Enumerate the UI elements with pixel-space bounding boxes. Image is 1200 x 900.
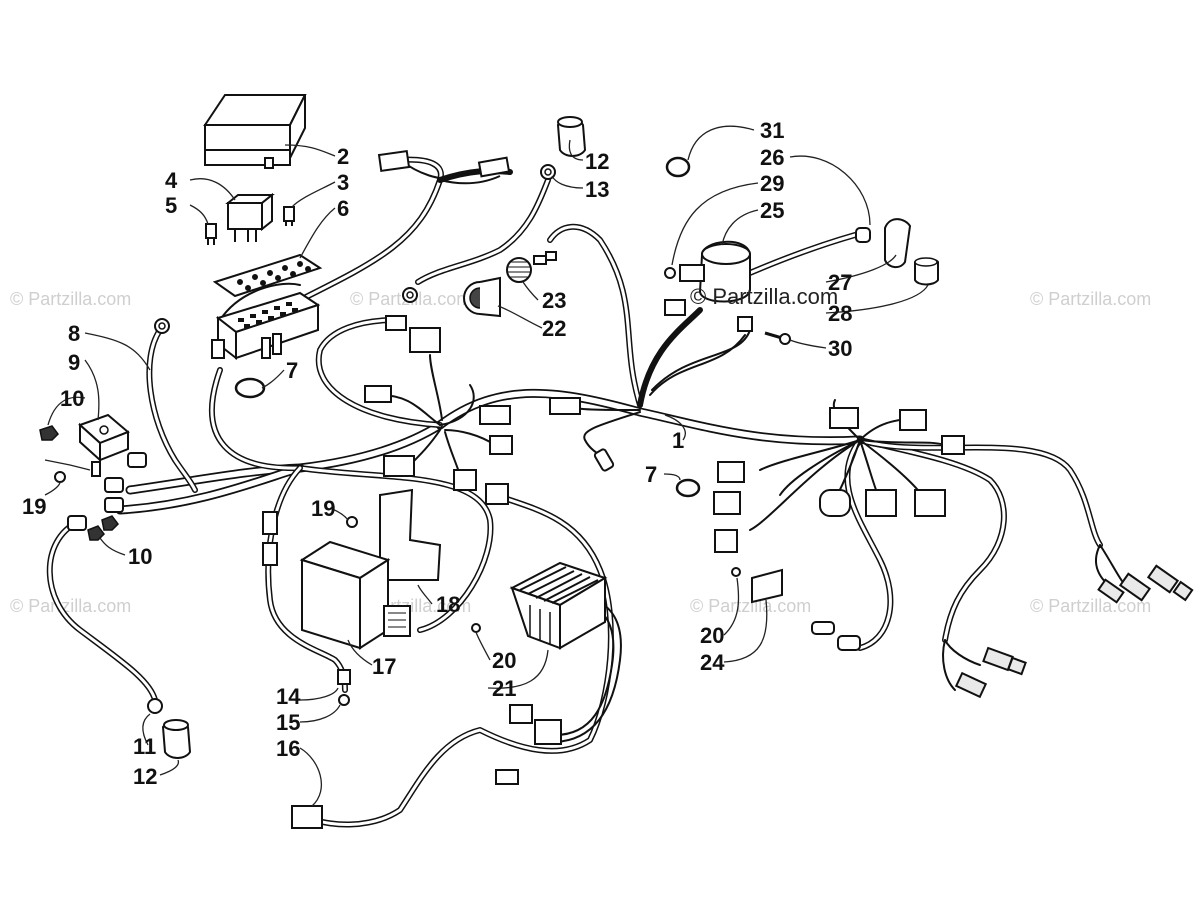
callout-1: 1: [672, 428, 684, 453]
relay: [225, 192, 275, 242]
callout-28: 28: [828, 301, 852, 326]
top-connector: [377, 149, 511, 185]
fuse-small: [205, 223, 217, 245]
callout-13: 13: [585, 177, 609, 202]
callout-29: 29: [760, 171, 784, 196]
callout-9: 9: [68, 350, 80, 375]
callout-18: 18: [436, 592, 460, 617]
watermark-center: © Partzilla.com: [690, 284, 838, 309]
mount-plate: [731, 567, 783, 604]
watermark-left-top: © Partzilla.com: [10, 289, 131, 309]
fuse-box-base: [211, 291, 321, 361]
callout-19-left: 19: [22, 494, 46, 519]
cable-terminals: [67, 452, 147, 531]
callout-19-center: 19: [311, 496, 335, 521]
ring-terminal: [402, 287, 418, 303]
terminal-boot-bottom: [147, 698, 192, 759]
right-connectors: [713, 407, 965, 651]
center-connectors: [364, 315, 615, 491]
watermark-right-top: © Partzilla.com: [1030, 289, 1151, 309]
cable-clamp: [234, 377, 266, 399]
callout-7-lower: 7: [645, 462, 657, 487]
spark-plug-cap: [855, 218, 939, 286]
callout-22: 22: [542, 316, 566, 341]
far-right-plugs: [942, 544, 1194, 699]
callout-31: 31: [760, 118, 784, 143]
junction-block: [78, 413, 130, 477]
callout-15: 15: [276, 710, 300, 735]
voltage-regulator: [471, 561, 608, 650]
callout-20-center: 20: [492, 648, 516, 673]
callout-7-upper: 7: [286, 358, 298, 383]
screw-19b: [346, 516, 358, 528]
callout-21: 21: [492, 676, 516, 701]
callout-20-right: 20: [700, 623, 724, 648]
callout-16: 16: [276, 736, 300, 761]
leader-lines: [44, 125, 929, 807]
callout-3: 3: [337, 170, 349, 195]
circuit-board: [212, 253, 323, 298]
watermark-left-bottom: © Partzilla.com: [10, 596, 131, 616]
callout-25: 25: [760, 198, 784, 223]
callout-12-top: 12: [585, 149, 609, 174]
connector-16: [291, 704, 562, 829]
inline-connectors: [262, 483, 509, 566]
cdi-module: [299, 540, 411, 650]
callout-23: 23: [542, 288, 566, 313]
watermark-right-bottom: © Partzilla.com: [1030, 596, 1151, 616]
callout-2: 2: [337, 144, 349, 169]
power-outlet: [463, 251, 557, 318]
callout-5: 5: [165, 193, 177, 218]
cable-clamp-2: [675, 478, 701, 498]
callout-26: 26: [760, 145, 784, 170]
callout-labels: 2 3 4 5 6 7 7 8 9 10 10 11 12 12 13 14 1…: [22, 118, 852, 789]
callout-10-lower: 10: [128, 544, 152, 569]
callout-6: 6: [337, 196, 349, 221]
callout-30: 30: [828, 336, 852, 361]
callout-8: 8: [68, 321, 80, 346]
callout-17: 17: [372, 654, 396, 679]
ignition-coil: [664, 240, 751, 316]
watermark-center-right-bottom: © Partzilla.com: [690, 596, 811, 616]
callout-14: 14: [276, 684, 301, 709]
terminal-boot-top: [540, 116, 587, 180]
ground-terminal: [337, 669, 351, 706]
callout-10-upper: 10: [60, 386, 84, 411]
ring-terminal-battery: [154, 318, 170, 334]
nut-10b: [87, 515, 119, 541]
nut-10: [39, 425, 59, 441]
fuse-small-3: [283, 206, 295, 226]
screw-30: [737, 316, 791, 345]
screw-19: [54, 471, 66, 483]
fuse-box-cover: [203, 94, 307, 169]
callout-27: 27: [828, 270, 852, 295]
callout-4: 4: [165, 168, 178, 193]
clamp-31: [665, 156, 691, 178]
main-wiring-harness: [46, 156, 1103, 828]
callout-11: 11: [133, 734, 156, 759]
callout-24: 24: [700, 650, 725, 675]
callout-12-bottom: 12: [133, 764, 157, 789]
